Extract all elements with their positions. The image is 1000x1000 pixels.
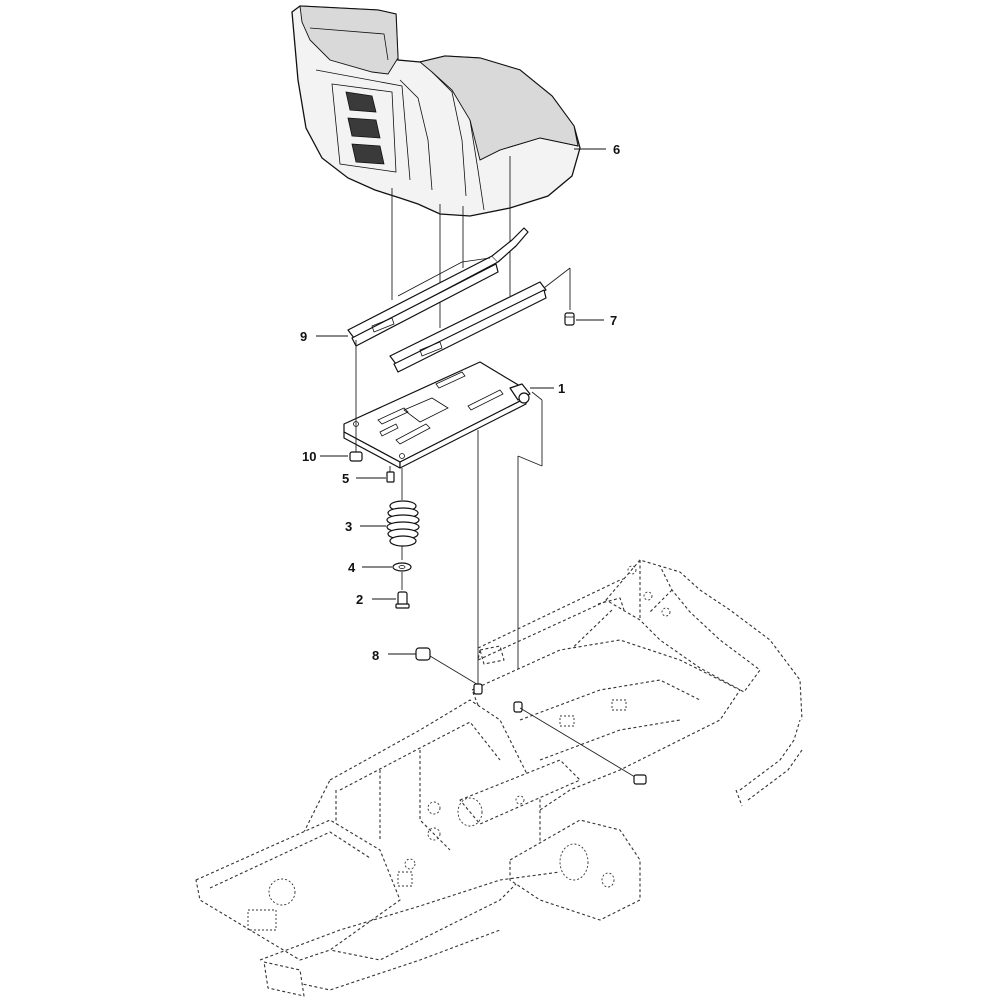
seat-rails bbox=[347, 227, 571, 373]
callout-4: 4 bbox=[348, 560, 356, 575]
washer-part-4 bbox=[392, 562, 412, 572]
bolt-part-2 bbox=[395, 591, 410, 609]
callout-7: 7 bbox=[610, 313, 617, 328]
screw-part-5 bbox=[386, 471, 395, 483]
spring-part-3 bbox=[386, 500, 420, 547]
seat-plate-part bbox=[343, 361, 543, 700]
callout-3: 3 bbox=[345, 519, 352, 534]
callout-labels: 1 2 3 4 5 6 7 8 9 10 bbox=[300, 142, 620, 663]
callout-9: 9 bbox=[300, 329, 307, 344]
tractor-frame bbox=[195, 559, 803, 997]
leader-lines bbox=[316, 148, 606, 655]
screw-part-7 bbox=[564, 312, 575, 326]
nut-part-10 bbox=[349, 451, 363, 462]
callout-1: 1 bbox=[558, 381, 565, 396]
seat-part bbox=[291, 5, 581, 217]
seat-guide-lines bbox=[391, 156, 511, 328]
callout-6: 6 bbox=[613, 142, 620, 157]
bolt-part-8 bbox=[415, 647, 481, 687]
callout-10: 10 bbox=[302, 449, 316, 464]
callout-2: 2 bbox=[356, 592, 363, 607]
callout-5: 5 bbox=[342, 471, 349, 486]
callout-8: 8 bbox=[372, 648, 379, 663]
